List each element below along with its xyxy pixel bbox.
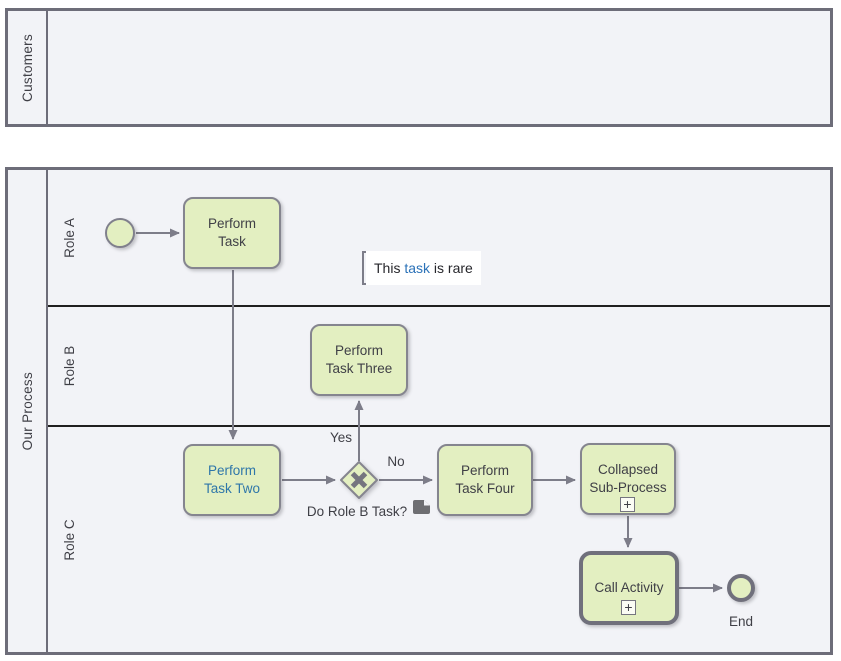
- collapsed-subprocess-label: Collapsed Sub-Process: [589, 462, 667, 495]
- flow-label-no: No: [387, 454, 405, 469]
- text-annotation: This task is rare: [366, 251, 481, 285]
- call-activity-label: Call Activity: [594, 580, 664, 595]
- annotation-text-before: This: [374, 260, 405, 276]
- task-perform-task-two-label: Perform Task Two: [203, 463, 261, 496]
- task-perform-task-two[interactable]: Perform Task Two: [183, 444, 281, 516]
- exclusive-gateway-icon: [340, 461, 378, 499]
- subprocess-expand-plus-icon[interactable]: +: [620, 497, 635, 512]
- subprocess-plus-glyph: +: [623, 496, 632, 512]
- task-perform-task-three[interactable]: Perform Task Three: [310, 324, 408, 396]
- start-event[interactable]: [105, 218, 135, 248]
- pool-our-process-header: Our Process: [8, 170, 48, 652]
- task-perform-task-four[interactable]: Perform Task Four: [437, 444, 533, 516]
- pool-customers-header: Customers: [8, 11, 48, 124]
- flow-label-yes: Yes: [329, 430, 353, 445]
- pool-customers[interactable]: Customers: [5, 8, 833, 127]
- call-activity-plus-glyph: +: [624, 599, 633, 615]
- document-icon[interactable]: [412, 499, 431, 515]
- lane-role-c[interactable]: Role C: [48, 425, 830, 652]
- annotation-task-link[interactable]: task: [404, 260, 431, 276]
- task-perform-task-three-label: Perform Task Three: [325, 343, 393, 376]
- task-perform-task-four-label: Perform Task Four: [455, 463, 515, 496]
- task-perform-task[interactable]: Perform Task: [183, 197, 281, 269]
- end-event-label: End: [728, 614, 754, 629]
- lane-role-b[interactable]: Role B: [48, 305, 830, 425]
- end-event[interactable]: [727, 574, 755, 602]
- pool-our-process-body: Role A Role B Role C: [48, 170, 830, 652]
- exclusive-gateway[interactable]: [340, 461, 378, 499]
- call-activity-expand-plus-icon[interactable]: +: [621, 600, 636, 615]
- task-perform-task-label: Perform Task: [207, 216, 256, 249]
- gateway-label: Do Role B Task?: [306, 504, 408, 519]
- pool-our-process[interactable]: Our Process Role A Role B Role C: [5, 167, 833, 655]
- annotation-text-after: is rare: [430, 260, 473, 276]
